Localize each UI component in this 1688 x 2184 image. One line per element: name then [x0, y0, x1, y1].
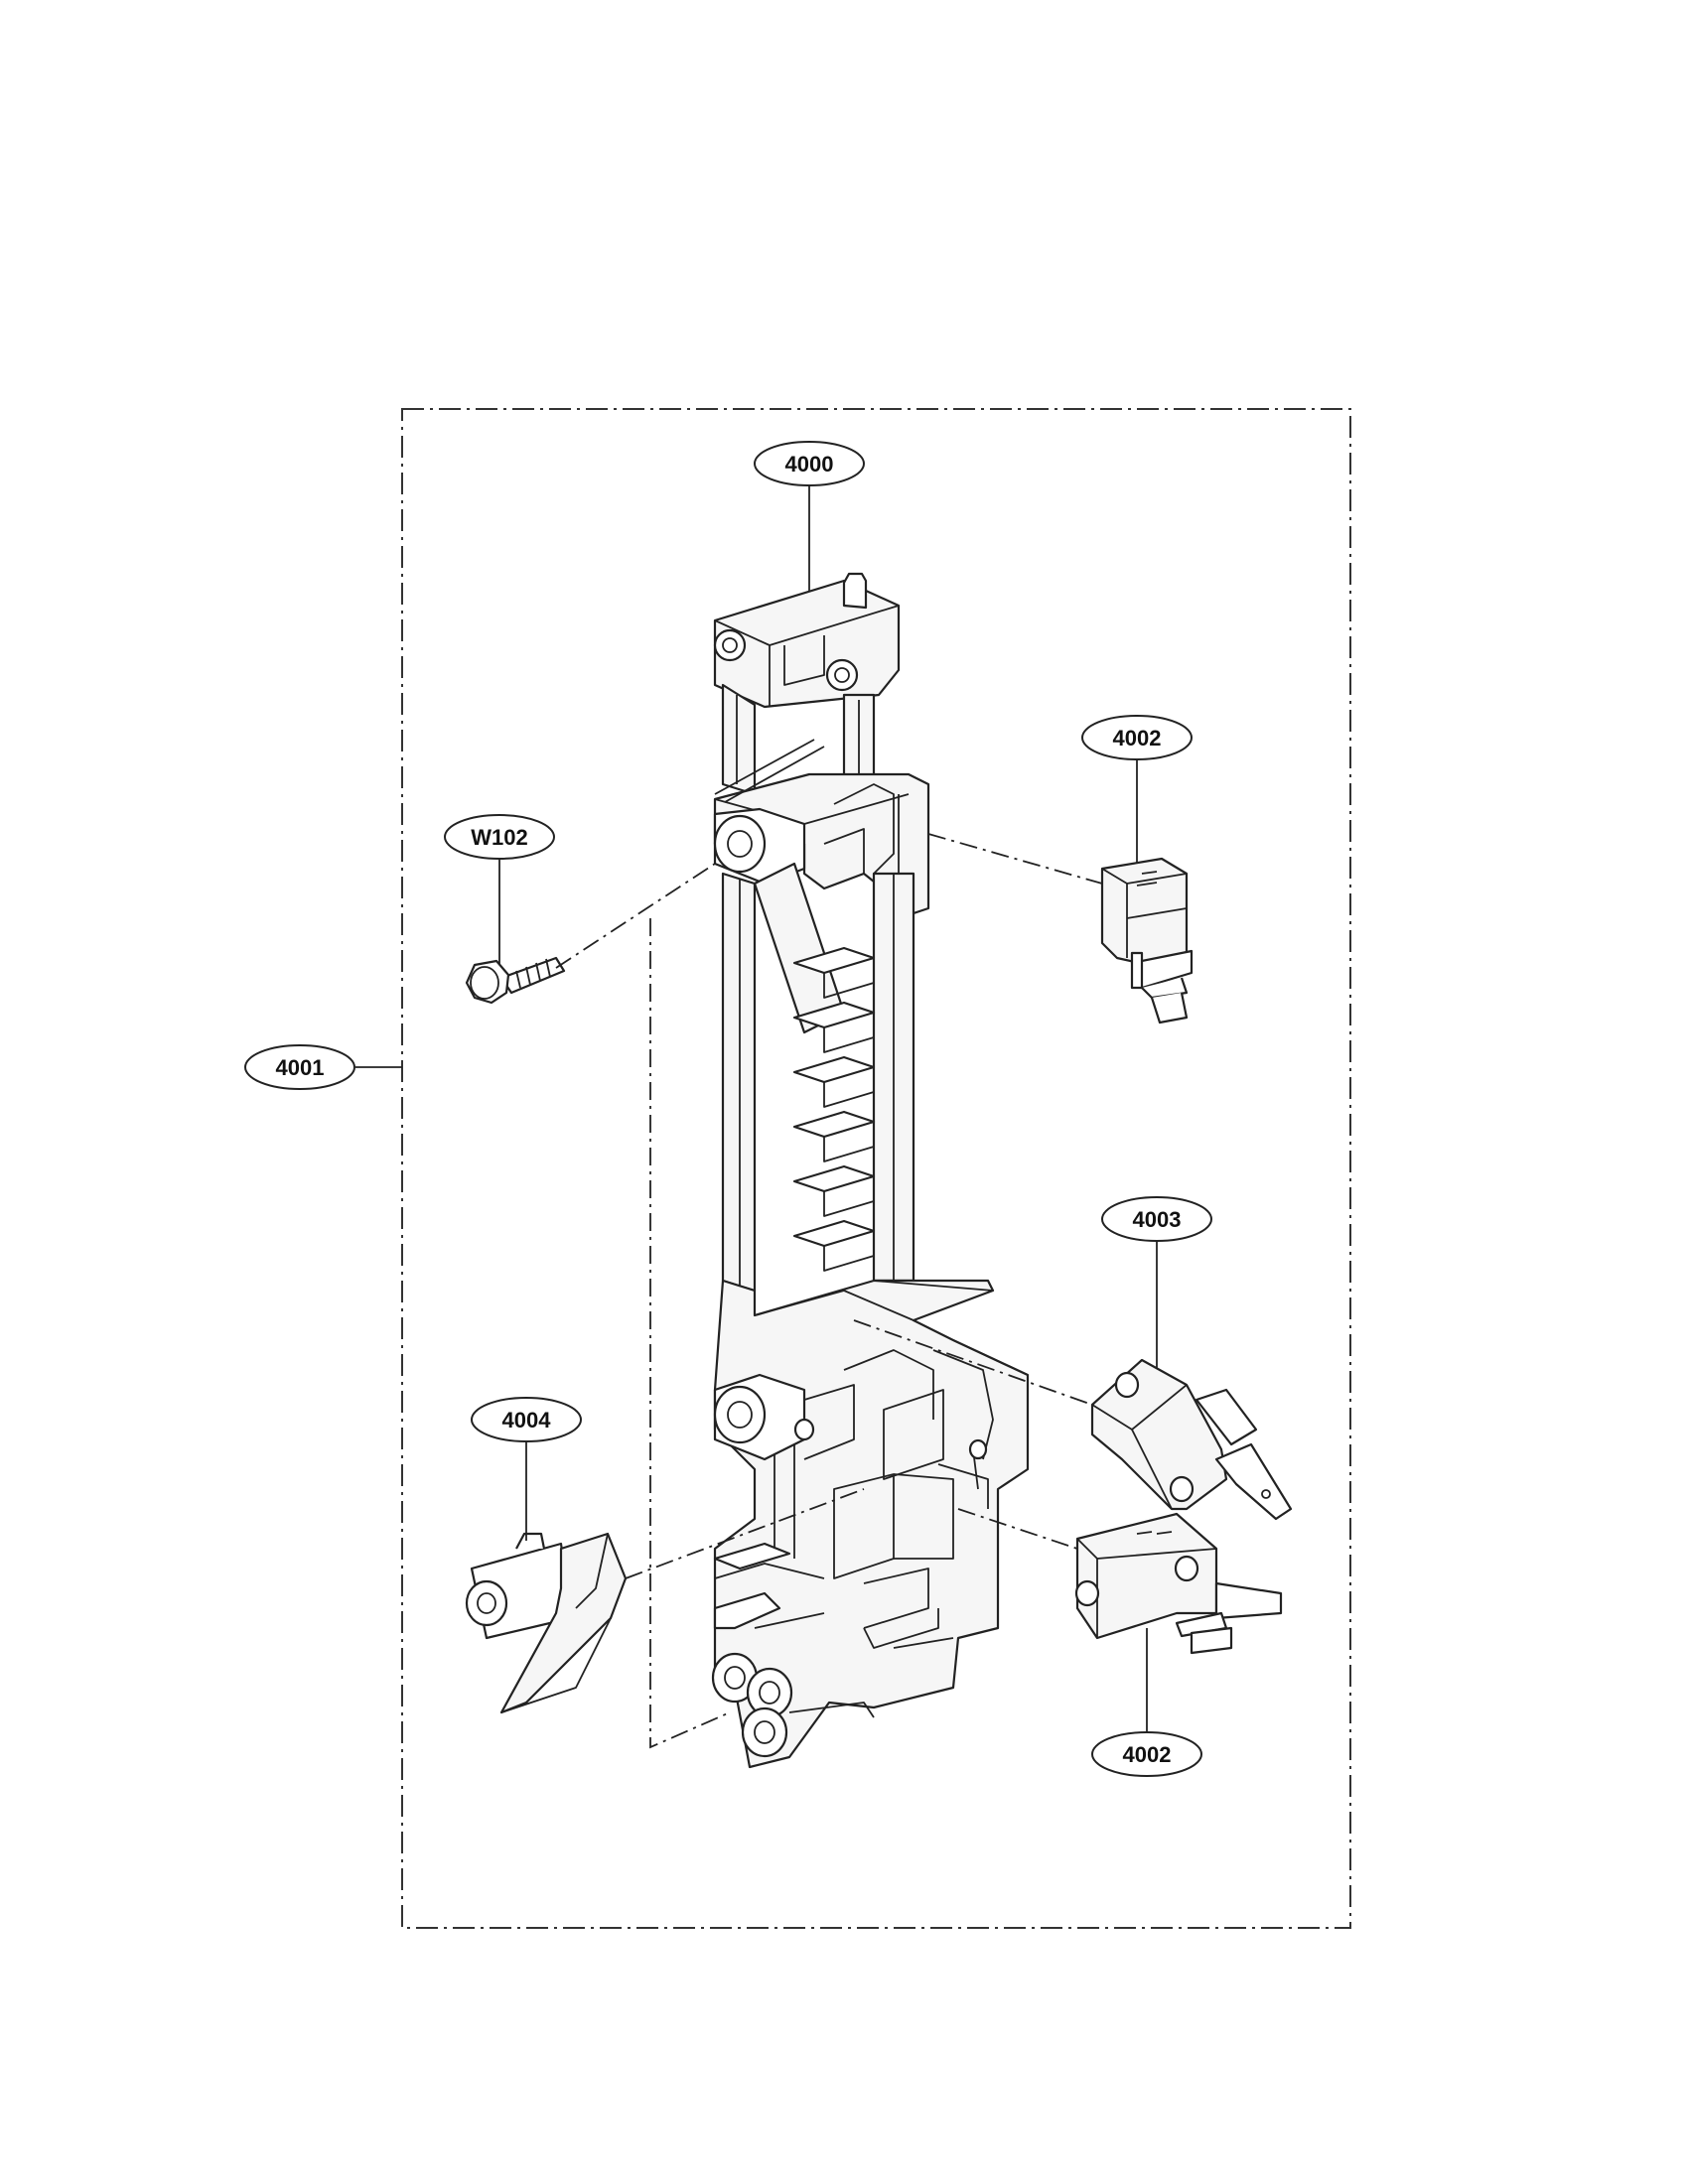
- callout-switch-bottom-text: 4002: [1123, 1742, 1172, 1767]
- callout-switch-middle-text: 4003: [1133, 1207, 1182, 1232]
- callout-assembly: 4001: [244, 1044, 355, 1090]
- latch-lever-part: [465, 1532, 628, 1714]
- callout-screw: W102: [444, 814, 555, 860]
- callout-switch-top-text: 4002: [1113, 726, 1162, 751]
- callout-switch-top: 4002: [1081, 715, 1193, 760]
- callout-lever-holder: 4000: [754, 441, 865, 486]
- callout-latch-lever: 4004: [471, 1397, 582, 1442]
- ladder-rungs: [792, 946, 876, 1272]
- callout-assembly-text: 4001: [276, 1055, 325, 1080]
- switch-bottom-part: [1074, 1512, 1283, 1655]
- callout-switch-middle: 4003: [1101, 1196, 1212, 1242]
- switch-middle-part: [1090, 1358, 1293, 1521]
- switch-top-part: [1100, 857, 1194, 1024]
- assembly-lines: [555, 833, 1103, 1749]
- callout-latch-lever-text: 4004: [502, 1408, 552, 1433]
- screw-part: [465, 956, 566, 1005]
- assembly-frame: [401, 408, 1351, 1929]
- callout-switch-bottom: 4002: [1091, 1731, 1202, 1777]
- callout-screw-text: W102: [471, 825, 527, 850]
- lever-holder-part: [711, 572, 1030, 1769]
- callout-lever-holder-text: 4000: [785, 452, 834, 477]
